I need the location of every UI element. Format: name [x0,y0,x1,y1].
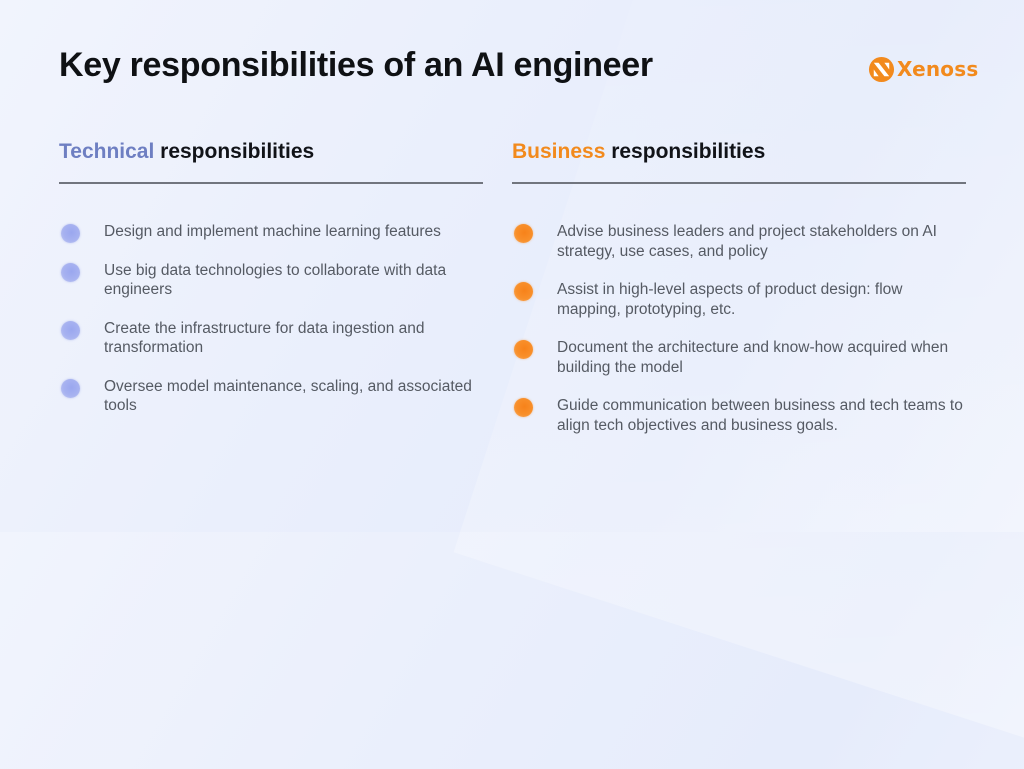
technical-divider [59,182,483,184]
blue-circle-bullet-icon [61,378,80,398]
list-item: Document the architecture and know-how a… [512,338,966,377]
list-item: Use big data technologies to collaborate… [59,261,483,300]
technical-column: Technical responsibilities Design and im… [59,140,483,435]
list-item-text: Assist in high-level aspects of product … [557,281,903,318]
business-heading-accent: Business [512,140,606,163]
business-column: Business responsibilities Advise busines… [512,140,966,454]
list-item: Create the infrastructure for data inges… [59,319,483,358]
business-divider [512,182,966,184]
list-item: Guide communication between business and… [512,396,966,435]
list-item-text: Use big data technologies to collaborate… [104,261,447,299]
technical-list: Design and implement machine learning fe… [59,222,483,416]
technical-heading-rest: responsibilities [154,140,315,163]
business-heading-rest: responsibilities [605,140,766,163]
technical-heading: Technical responsibilities [59,140,483,168]
list-item: Design and implement machine learning fe… [59,222,483,243]
blue-circle-bullet-icon [61,320,80,340]
list-item-text: Oversee model maintenance, scaling, and … [104,377,472,415]
list-item: Oversee model maintenance, scaling, and … [59,377,483,416]
list-item-text: Design and implement machine learning fe… [104,223,441,240]
orange-circle-bullet-icon [514,224,533,243]
business-list: Advise business leaders and project stak… [512,222,966,435]
blue-circle-bullet-icon [61,262,80,282]
business-heading: Business responsibilities [512,140,966,168]
orange-circle-bullet-icon [514,340,533,359]
list-item-text: Document the architecture and know-how a… [557,339,949,376]
blue-circle-bullet-icon [61,224,80,243]
list-item: Advise business leaders and project stak… [512,222,966,261]
orange-circle-bullet-icon [514,282,533,301]
technical-heading-accent: Technical [59,140,155,163]
brand-name: Xenoss [897,57,979,81]
list-item-text: Advise business leaders and project stak… [557,223,937,260]
xenoss-logo-icon [868,56,895,82]
brand-logo: Xenoss [868,55,978,83]
orange-circle-bullet-icon [514,398,533,417]
list-item-text: Create the infrastructure for data inges… [104,319,425,357]
page-title: Key responsibilities of an AI engineer [59,46,653,84]
list-item: Assist in high-level aspects of product … [512,280,966,319]
list-item-text: Guide communication between business and… [557,397,963,434]
